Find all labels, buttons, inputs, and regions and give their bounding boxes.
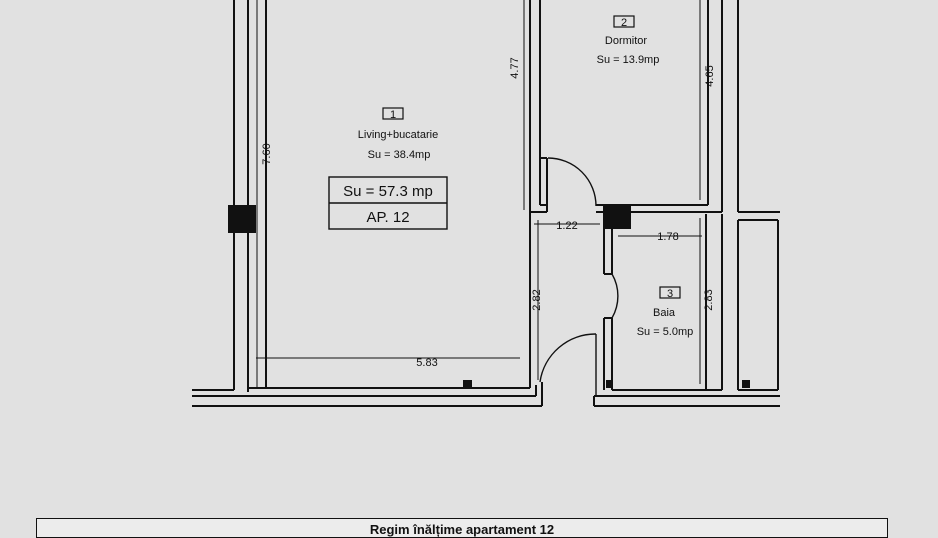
right-mark xyxy=(742,380,750,388)
room-area: Su = 5.0mp xyxy=(637,326,694,338)
room-name: Baia xyxy=(653,307,676,319)
room-number-box xyxy=(659,286,681,299)
dim-bath-height: 2.83 xyxy=(703,289,715,310)
room-living: 1 Living+bucatarie Su = 38.4mp xyxy=(358,107,438,161)
wall-left xyxy=(228,0,267,392)
floor-plan: 7.60 5.83 4.77 4.65 1.22 1.78 2.82 2.83 … xyxy=(192,0,780,407)
wall-right-block xyxy=(737,219,779,391)
door-entrance xyxy=(539,333,597,396)
dimension-lines xyxy=(256,0,702,384)
room-bath: 3 Baia Su = 5.0mp xyxy=(637,286,694,338)
room-number: 1 xyxy=(390,109,396,121)
dim-hall-height: 2.82 xyxy=(531,289,543,310)
footer-panel: Regim înălțime apartament 12 xyxy=(36,518,888,538)
wall-bottom xyxy=(192,380,780,407)
column-center xyxy=(603,205,631,229)
dim-bedroom-height: 4.65 xyxy=(704,65,716,86)
footer-title: Regim înălțime apartament 12 xyxy=(369,522,555,537)
room-name: Living+bucatarie xyxy=(358,129,438,141)
dim-living-width: 5.83 xyxy=(416,357,437,369)
dim-bath-width: 1.78 xyxy=(657,231,678,243)
apartment-label: AP. 12 xyxy=(366,209,409,226)
room-number-box xyxy=(613,15,635,28)
wall-bedroom-right xyxy=(596,0,780,229)
dim-living-upper: 4.77 xyxy=(509,57,521,78)
door-bath xyxy=(611,273,619,319)
dim-living-height: 7.60 xyxy=(261,143,273,164)
room-number-box xyxy=(382,107,404,120)
dim-hall-width: 1.22 xyxy=(556,220,577,232)
room-number: 2 xyxy=(621,17,627,29)
total-area: Su = 57.3 mp xyxy=(343,183,433,200)
room-name: Dormitor xyxy=(605,35,648,47)
room-area: Su = 13.9mp xyxy=(597,54,660,66)
room-number: 3 xyxy=(667,288,673,300)
small-mark xyxy=(463,380,472,387)
column-left xyxy=(228,205,256,233)
bath-mark xyxy=(606,380,611,388)
apartment-summary-box: Su = 57.3 mp AP. 12 xyxy=(328,176,448,230)
wall-bath xyxy=(603,214,723,391)
door-bedroom xyxy=(547,157,597,207)
room-area: Su = 38.4mp xyxy=(368,149,431,161)
room-bedroom: 2 Dormitor Su = 13.9mp xyxy=(597,15,660,66)
wall-middle xyxy=(529,0,548,388)
